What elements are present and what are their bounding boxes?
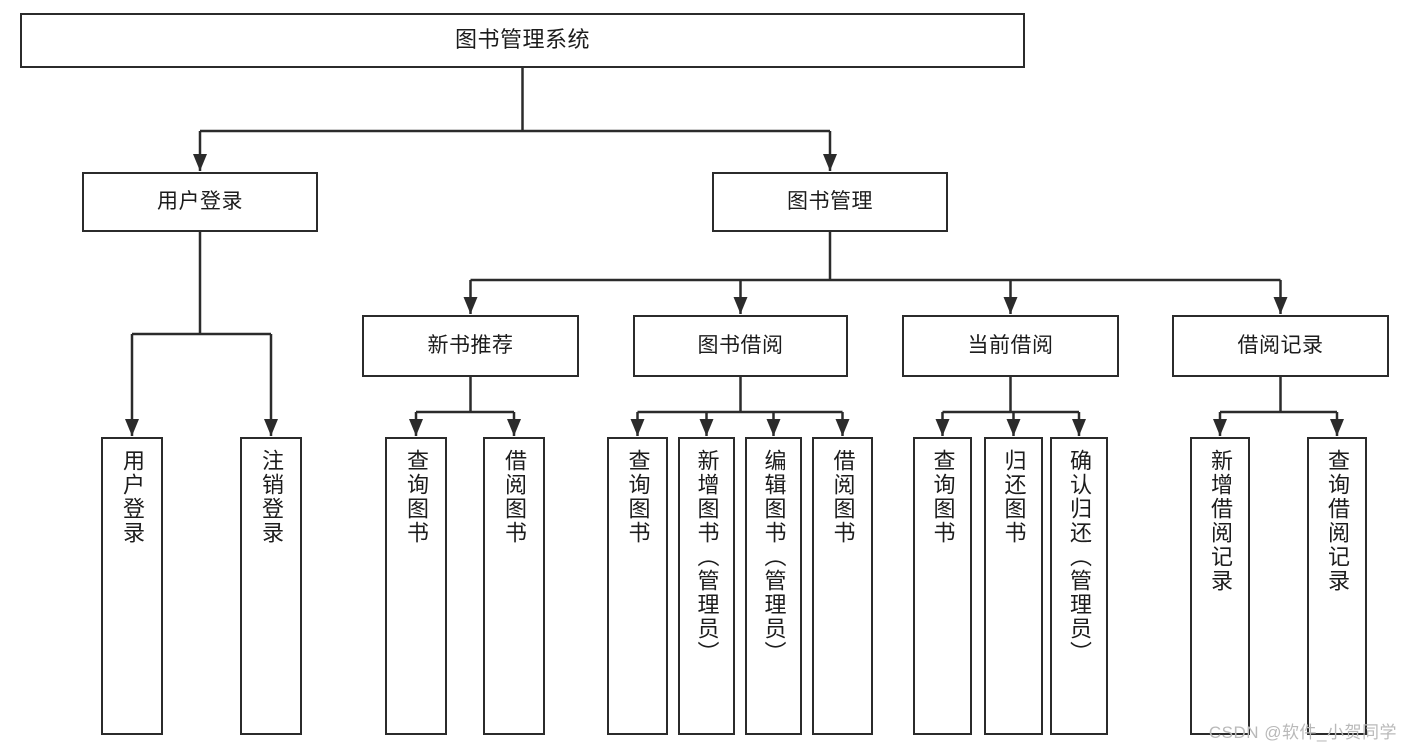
node-新增图书管理员-leaf-label: 新增图书（管理员） [694,449,720,665]
node-图书管理-l1[interactable]: 图书管理 [712,172,948,232]
node-注销登录-leaf[interactable]: 注销登录 [240,437,302,735]
watermark-label: CSDN @软件_小贺同学 [1208,723,1397,742]
node-当前借阅-l2[interactable]: 当前借阅 [902,315,1119,377]
node-用户登录-leaf[interactable]: 用户登录 [101,437,163,735]
node-当前借阅-l2-label: 当前借阅 [967,334,1054,358]
node-新增借阅记录-leaf[interactable]: 新增借阅记录 [1190,437,1250,735]
node-确认归还管理员-leaf[interactable]: 确认归还（管理员） [1050,437,1108,735]
node-确认归还管理员-leaf-label: 确认归还（管理员） [1066,449,1092,665]
arrowhead-icon [125,419,139,436]
arrowhead-icon [264,419,278,436]
arrowhead-icon [463,297,478,314]
arrowhead-icon [1003,297,1018,314]
node-借阅图书-leaf-label: 借阅图书 [830,449,856,545]
node-查询借阅记录-leaf-label: 查询借阅记录 [1324,449,1350,593]
node-新书推荐-l2-label: 新书推荐 [427,334,514,358]
node-借阅图书-leaf-label: 借阅图书 [501,449,527,545]
arrowhead-icon [1273,297,1288,314]
node-用户登录-l1[interactable]: 用户登录 [82,172,318,232]
arrowhead-icon [835,419,850,436]
node-查询图书-leaf-label: 查询图书 [930,449,956,545]
node-查询图书-leaf-label: 查询图书 [403,449,429,545]
root-node-图书管理系统[interactable]: 图书管理系统 [20,13,1025,68]
node-借阅记录-l2[interactable]: 借阅记录 [1172,315,1389,377]
node-图书借阅-l2[interactable]: 图书借阅 [633,315,848,377]
node-借阅记录-l2-label: 借阅记录 [1237,334,1324,358]
arrowhead-icon [193,154,207,171]
arrowhead-icon [1072,419,1086,436]
arrowhead-icon [699,419,714,436]
arrowhead-icon [823,154,837,171]
node-用户登录-leaf-label: 用户登录 [119,449,145,545]
node-新增借阅记录-leaf-label: 新增借阅记录 [1207,449,1233,593]
arrowhead-icon [507,419,521,436]
arrowhead-icon [1330,419,1344,436]
node-查询图书-leaf[interactable]: 查询图书 [385,437,447,735]
node-查询图书-leaf[interactable]: 查询图书 [607,437,668,735]
node-查询图书-leaf-label: 查询图书 [625,449,651,545]
node-查询图书-leaf[interactable]: 查询图书 [913,437,972,735]
arrowhead-icon [1213,419,1227,436]
node-借阅图书-leaf[interactable]: 借阅图书 [483,437,545,735]
arrowhead-icon [935,419,950,436]
node-编辑图书管理员-leaf[interactable]: 编辑图书（管理员） [745,437,802,735]
arrowhead-icon [630,419,645,436]
node-新书推荐-l2[interactable]: 新书推荐 [362,315,579,377]
node-注销登录-leaf-label: 注销登录 [258,449,284,545]
node-用户登录-l1-label: 用户登录 [157,190,243,214]
node-图书借阅-l2-label: 图书借阅 [697,334,784,358]
node-借阅图书-leaf[interactable]: 借阅图书 [812,437,873,735]
node-编辑图书管理员-leaf-label: 编辑图书（管理员） [761,449,787,665]
node-图书管理-l1-label: 图书管理 [787,190,873,214]
node-新增图书管理员-leaf[interactable]: 新增图书（管理员） [678,437,735,735]
node-查询借阅记录-leaf[interactable]: 查询借阅记录 [1307,437,1367,735]
arrowhead-icon [766,419,781,436]
arrowhead-icon [1006,419,1021,436]
arrowhead-icon [409,419,423,436]
node-归还图书-leaf[interactable]: 归还图书 [984,437,1043,735]
arrowhead-icon [733,297,748,314]
root-node-图书管理系统-label: 图书管理系统 [454,27,590,53]
node-归还图书-leaf-label: 归还图书 [1001,449,1027,545]
